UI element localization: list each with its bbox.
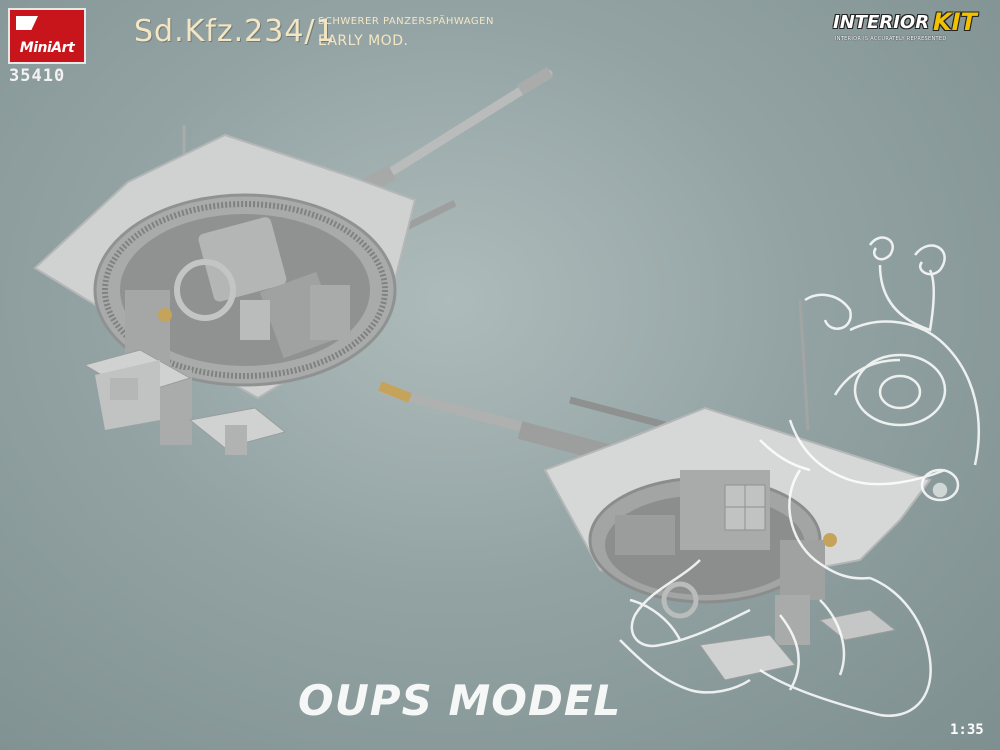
product-title: Sd.Kfz.234/1 bbox=[134, 14, 336, 49]
interior-label: INTERIOR bbox=[833, 12, 930, 33]
kit-number: 35410 bbox=[9, 66, 66, 86]
scale-label: 1:35 bbox=[950, 722, 984, 738]
watermark-text: OUPS MODEL bbox=[298, 676, 622, 725]
kit-label: KIT bbox=[933, 8, 977, 36]
logo-flag-icon bbox=[16, 16, 38, 30]
turret-render-top-view bbox=[33, 66, 554, 455]
watermark-mascot-outline bbox=[619, 236, 980, 717]
interior-kit-badge: INTERIOR KIT INTERIOR IS ACCURATELY REPR… bbox=[833, 8, 993, 44]
miniart-logo: MiniArt bbox=[8, 8, 86, 64]
product-subtitle-line1: SCHWERER PANZERSPÄHWAGEN bbox=[318, 16, 494, 27]
interior-sub-text: INTERIOR IS ACCURATELY REPRESENTED bbox=[835, 36, 947, 42]
turret-render-bottom-view bbox=[378, 299, 932, 681]
product-subtitle-line2: EARLY MOD. bbox=[318, 33, 409, 49]
logo-text: MiniArt bbox=[19, 40, 75, 56]
